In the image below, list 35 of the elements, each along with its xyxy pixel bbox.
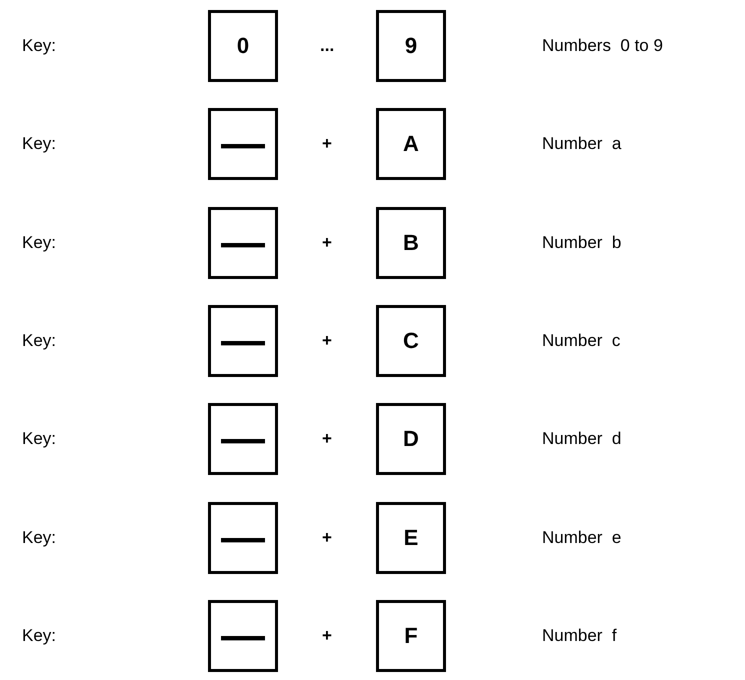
- key-cap: —: [208, 403, 278, 476]
- operator-sign: ...: [320, 36, 334, 56]
- operator-sign: +: [322, 232, 332, 253]
- key-description: Number a: [542, 134, 622, 154]
- row-label: Key:: [22, 528, 56, 548]
- row-label: Key:: [22, 429, 56, 450]
- row-label: Key:: [22, 134, 56, 154]
- operator-sign: +: [322, 626, 332, 646]
- key-cap: —: [208, 502, 278, 574]
- key-description: Number d: [542, 429, 622, 450]
- key-description: Number e: [542, 528, 622, 548]
- key-cap: 0: [208, 10, 278, 82]
- row-label: Key:: [22, 626, 56, 646]
- key-cap: —: [208, 206, 278, 279]
- operator-sign: +: [322, 429, 332, 450]
- operator-sign: +: [322, 330, 332, 351]
- key-cap: —: [208, 600, 278, 672]
- key-cap: E: [376, 502, 446, 574]
- key-description: Numbers 0 to 9: [542, 36, 663, 56]
- row-label: Key:: [22, 232, 56, 253]
- key-cap: 9: [376, 10, 446, 82]
- row-label: Key:: [22, 36, 56, 56]
- key-cap: A: [376, 108, 446, 180]
- key-cap: B: [376, 206, 446, 279]
- operator-sign: +: [322, 134, 332, 154]
- key-cap: D: [376, 403, 446, 476]
- key-cap: C: [376, 304, 446, 377]
- key-description: Number f: [542, 626, 617, 646]
- operator-sign: +: [322, 528, 332, 548]
- key-description: Number c: [542, 330, 620, 351]
- key-cap: —: [208, 304, 278, 377]
- key-cap: F: [376, 600, 446, 672]
- key-cap: —: [208, 108, 278, 180]
- row-label: Key:: [22, 330, 56, 351]
- key-description: Number b: [542, 232, 622, 253]
